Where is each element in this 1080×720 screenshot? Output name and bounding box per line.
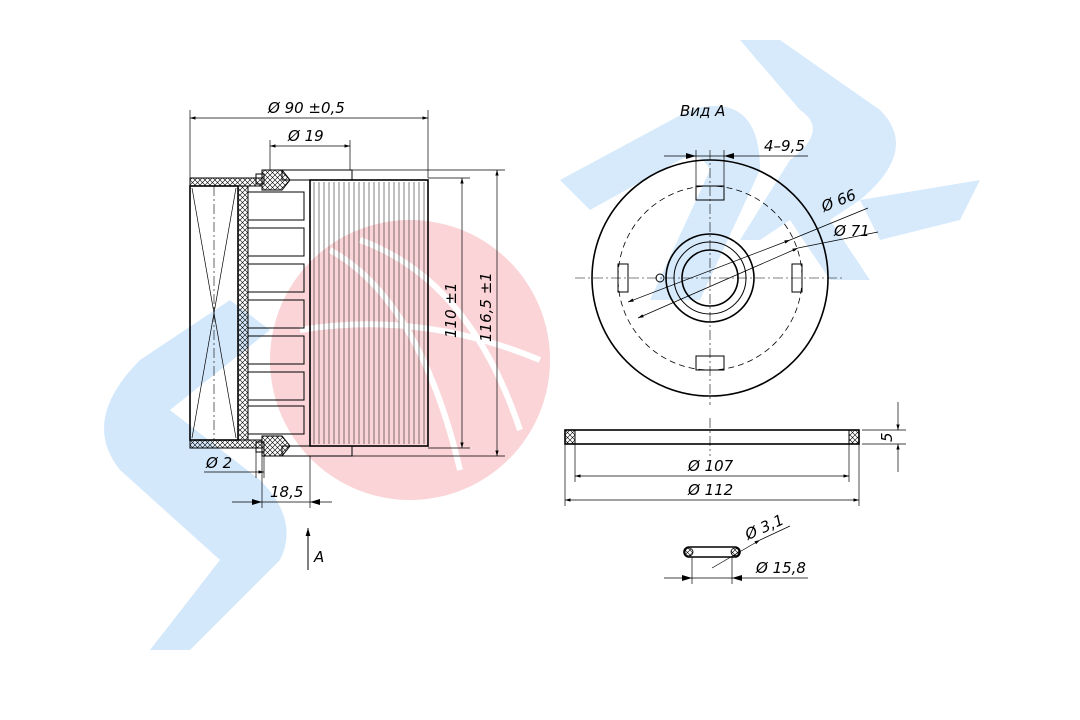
slot-top bbox=[695, 185, 725, 201]
l185-label: 18,5 bbox=[270, 483, 303, 501]
slot-bottom bbox=[695, 355, 725, 371]
d2-label: Ø 2 bbox=[205, 454, 232, 472]
o-ring-left-section bbox=[684, 547, 694, 557]
media-outline bbox=[309, 179, 429, 447]
view-a: Вид A 4–9,5 Ø 66 Ø 71 bbox=[575, 102, 879, 405]
watermark-globe-lines bbox=[299, 237, 542, 471]
watermark-letter-d bbox=[560, 106, 760, 300]
filter-section-view bbox=[189, 169, 429, 457]
section-dimensions: Ø 90 ±0,5 Ø 19 110 ±1 116,5 ±1 Ø 2 18,5 … bbox=[189, 99, 505, 570]
bottom-small-ring bbox=[255, 441, 265, 453]
watermark-letter-l bbox=[860, 180, 980, 240]
d71-label: Ø 71 bbox=[833, 222, 870, 240]
bottom-seal-hatch bbox=[189, 439, 263, 449]
watermark-letter-s bbox=[104, 300, 287, 650]
gasket-body bbox=[564, 429, 860, 445]
d158-label: Ø 15,8 bbox=[755, 559, 806, 577]
watermark-logo bbox=[104, 40, 980, 650]
bottom-flange bbox=[261, 435, 291, 457]
d31-leader bbox=[711, 539, 761, 569]
d19-label: Ø 19 bbox=[287, 127, 324, 145]
support-ribs bbox=[247, 191, 305, 435]
h1165-label: 116,5 ±1 bbox=[477, 272, 495, 342]
t5-label: 5 bbox=[878, 432, 896, 442]
d112-label: Ø 112 bbox=[687, 481, 733, 499]
slots-label: 4–9,5 bbox=[764, 137, 805, 155]
pleated-media bbox=[313, 182, 425, 444]
view-a-title: Вид A bbox=[680, 102, 725, 120]
arrow-a-label: A bbox=[313, 548, 324, 566]
top-seal-hatch bbox=[189, 177, 263, 187]
center-tube-hatch bbox=[237, 185, 249, 441]
d90-label: Ø 90 ±0,5 bbox=[267, 99, 345, 117]
d107-label: Ø 107 bbox=[687, 457, 734, 475]
gasket-right-hatch bbox=[848, 429, 860, 445]
o-ring-view: Ø 3,1 Ø 15,8 bbox=[664, 511, 808, 584]
top-end-cap bbox=[281, 169, 353, 181]
watermark-red-globe bbox=[270, 220, 550, 500]
d31-label: Ø 3,1 bbox=[741, 511, 786, 544]
gasket-side-view: Ø 107 Ø 112 5 bbox=[564, 402, 906, 506]
watermark-letter-r bbox=[740, 40, 896, 280]
d71-dimension-line bbox=[637, 247, 799, 319]
h110-label: 110 ±1 bbox=[442, 282, 460, 338]
top-flange bbox=[261, 169, 291, 191]
top-small-ring bbox=[255, 173, 265, 185]
gasket-left-hatch bbox=[564, 429, 576, 445]
